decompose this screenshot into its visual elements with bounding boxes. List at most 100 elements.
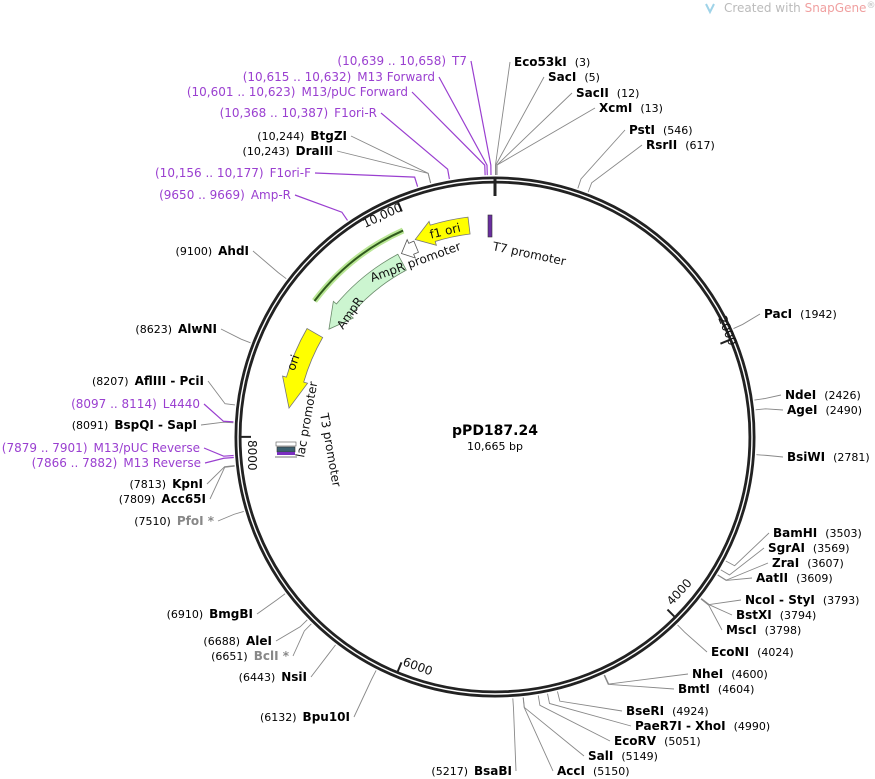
primer-label[interactable]: (10,639 .. 10,658)T7: [337, 54, 467, 68]
ampr-feature[interactable]: [328, 253, 407, 330]
leader-line: [203, 403, 234, 423]
site-position: (8097 .. 8114): [71, 397, 157, 411]
restriction-site-label[interactable]: EcoNI(4024): [711, 645, 794, 659]
restriction-site-label[interactable]: (10,243)DraIII: [243, 144, 333, 158]
watermark-prefix: Created with: [724, 1, 805, 15]
site-position: (617): [685, 139, 715, 152]
f1-ori-feature[interactable]: [414, 216, 471, 246]
restriction-site-label[interactable]: PaeR7I - XhoI(4990): [635, 719, 770, 733]
svg-text:(6132)Bpu10I: (6132)Bpu10I: [260, 710, 350, 724]
restriction-site-label[interactable]: (6651)BclI *: [211, 649, 290, 663]
primer-label[interactable]: (7866 .. 7882)M13 Reverse: [32, 456, 201, 470]
restriction-site-label[interactable]: MscI(3798): [726, 623, 801, 637]
site-position: (4604): [718, 683, 755, 696]
primer-label[interactable]: (10,601 .. 10,623) M13/pUC Forward: [187, 85, 408, 99]
restriction-site-label[interactable]: (10,244)BtgZI: [257, 129, 347, 143]
ampr-promoter-feature[interactable]: [400, 238, 419, 259]
site-position: (10,601 .. 10,623): [187, 85, 296, 99]
restriction-site-label[interactable]: (8623)AlwNI: [135, 322, 217, 336]
site-position: (7813): [130, 478, 167, 491]
primer-label[interactable]: (10,615 .. 10,632)M13 Forward: [243, 70, 435, 84]
leader-line: [756, 454, 784, 458]
primer-label[interactable]: (10,368 .. 10,387)F1ori-R: [220, 106, 377, 120]
restriction-site-label[interactable]: (7510)PfoI *: [134, 514, 214, 528]
site-name: PaeR7I - XhoI: [635, 719, 726, 733]
primer-label[interactable]: (7879 .. 7901)M13/pUC Reverse: [2, 441, 200, 455]
tick-mark: [396, 661, 403, 672]
site-name: AleI: [246, 634, 272, 648]
leader-line: [203, 447, 234, 457]
t7-promoter-feature[interactable]: [487, 214, 493, 238]
leader-line: [577, 129, 626, 189]
site-name: Amp-R: [251, 188, 291, 202]
leader-lines: [200, 60, 784, 772]
svg-text:(10,156 .. 10,177)F1ori-F: (10,156 .. 10,177)F1ori-F: [155, 166, 311, 180]
site-position: (2490): [825, 404, 862, 417]
restriction-site-label[interactable]: AgeI(2490): [787, 403, 862, 417]
restriction-site-label[interactable]: NdeI(2426): [785, 388, 861, 402]
site-name: M13 Reverse: [123, 456, 201, 470]
restriction-site-label[interactable]: RsrII (617): [646, 138, 715, 152]
svg-text:SgrAI(3569): SgrAI(3569): [768, 541, 849, 555]
site-name: KpnI: [172, 477, 203, 491]
restriction-site-label[interactable]: (6443)NsiI: [239, 670, 307, 684]
restriction-site-label[interactable]: (6132)Bpu10I: [260, 710, 350, 724]
site-name: BseRI: [626, 704, 664, 718]
restriction-site-label[interactable]: (8207)AflIII - PciI: [92, 374, 204, 388]
primer-label[interactable]: (10,156 .. 10,177)F1ori-F: [155, 166, 311, 180]
restriction-site-label[interactable]: XcmI(13): [599, 101, 663, 115]
restriction-site-label[interactable]: (9100)AhdI: [176, 244, 249, 258]
restriction-site-label[interactable]: (6910)BmgBI: [167, 607, 253, 621]
restriction-site-label[interactable]: Eco53kI(3): [514, 55, 590, 69]
restriction-site-label[interactable]: (6688)AleI: [203, 634, 272, 648]
svg-text:AgeI(2490): AgeI(2490): [787, 403, 862, 417]
site-position: (546): [663, 124, 693, 137]
restriction-site-label[interactable]: BstXI(3794): [736, 608, 816, 622]
site-name: BsaBI: [474, 764, 512, 778]
restriction-site-label[interactable]: (7813) KpnI: [130, 477, 203, 491]
restriction-site-label[interactable]: (7809)Acc65I: [119, 492, 206, 506]
restriction-site-label[interactable]: (5217)BsaBI: [431, 764, 512, 778]
leader-line: [496, 107, 596, 176]
restriction-site-label[interactable]: ZraI(3607): [772, 556, 844, 570]
ori-feature[interactable]: [282, 327, 324, 410]
restriction-site-label[interactable]: (8091)BspQI - SapI: [72, 418, 197, 432]
leader-line: [294, 194, 348, 221]
leader-line: [217, 510, 244, 522]
leader-line: [200, 421, 234, 426]
leader-line: [720, 547, 765, 576]
restriction-site-label[interactable]: SalI(5149): [588, 749, 658, 763]
restriction-site-label[interactable]: PstI(546): [629, 123, 693, 137]
restriction-site-label[interactable]: BmtI(4604): [678, 682, 754, 696]
restriction-site-label[interactable]: BseRI(4924): [626, 704, 709, 718]
site-name: M13/pUC Forward: [301, 85, 408, 99]
restriction-site-label[interactable]: BamHI(3503): [773, 526, 862, 540]
restriction-site-label[interactable]: SacI(5): [548, 70, 600, 84]
restriction-site-label[interactable]: NcoI - StyI(3793): [745, 593, 859, 607]
svg-text:PstI(546): PstI(546): [629, 123, 693, 137]
site-name: Acc65I: [161, 492, 206, 506]
restriction-site-label[interactable]: PacI(1942): [764, 307, 837, 321]
leader-line: [512, 698, 517, 772]
site-name: BmgBI: [209, 607, 253, 621]
restriction-site-label[interactable]: EcoRV(5051): [614, 734, 701, 748]
leader-line: [755, 408, 784, 411]
restriction-site-label[interactable]: AccI(5150): [557, 764, 630, 778]
restriction-site-label[interactable]: BsiWI(2781): [787, 450, 870, 464]
restriction-site-label[interactable]: SacII(12): [576, 86, 639, 100]
site-name: RsrII: [646, 138, 677, 152]
site-name: ZraI: [772, 556, 799, 570]
restriction-site-label[interactable]: AatII(3609): [756, 571, 833, 585]
restriction-site-label[interactable]: SgrAI(3569): [768, 541, 849, 555]
tick-mark: [397, 201, 403, 212]
site-name: Eco53kI: [514, 55, 567, 69]
restriction-site-label[interactable]: NheI(4600): [692, 667, 768, 681]
leader-line: [495, 76, 545, 176]
svg-text:SalI(5149): SalI(5149): [588, 749, 658, 763]
primer-label[interactable]: (8097 .. 8114)L4440: [71, 397, 200, 411]
primer-label[interactable]: (9650 .. 9669)Amp-R: [159, 188, 291, 202]
svg-text:(8623)AlwNI: (8623)AlwNI: [135, 322, 217, 336]
leader-line: [204, 456, 234, 464]
site-name: XcmI: [599, 101, 632, 115]
lac-t3-promoter-feature[interactable]: [275, 441, 297, 458]
